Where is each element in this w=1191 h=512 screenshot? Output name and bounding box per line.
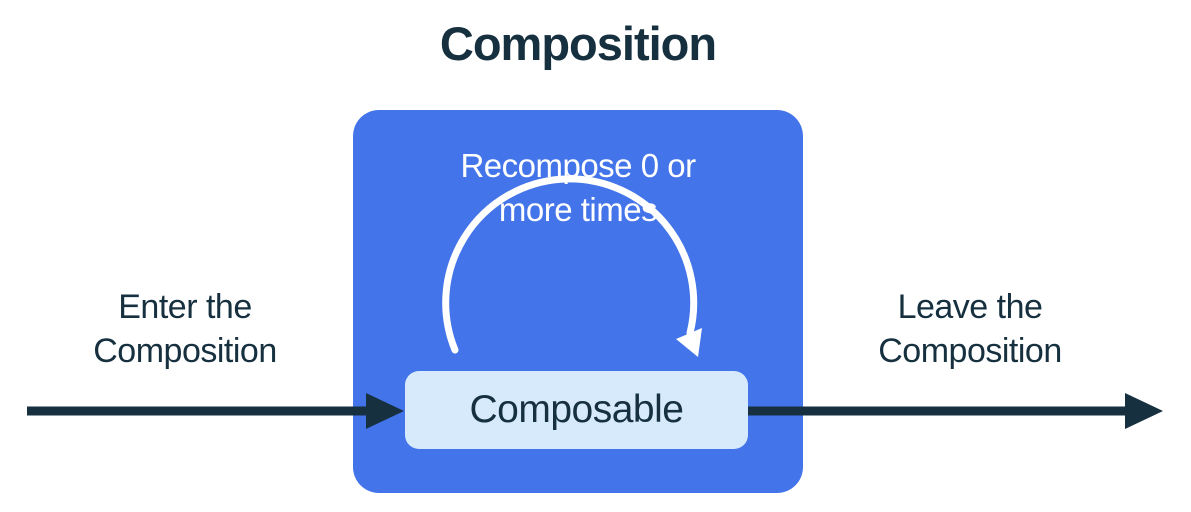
diagram-title: Composition — [439, 17, 717, 70]
composable-label: Composable — [469, 388, 684, 431]
recompose-label: Recompose 0 or more times — [460, 147, 696, 228]
leave-composition-label: Leave the Composition — [878, 288, 1062, 370]
enter-arrow-icon — [27, 393, 404, 429]
composable-box: Composable — [405, 371, 748, 449]
leave-arrow-icon — [748, 393, 1163, 429]
enter-composition-label: Enter the Composition — [93, 288, 277, 370]
